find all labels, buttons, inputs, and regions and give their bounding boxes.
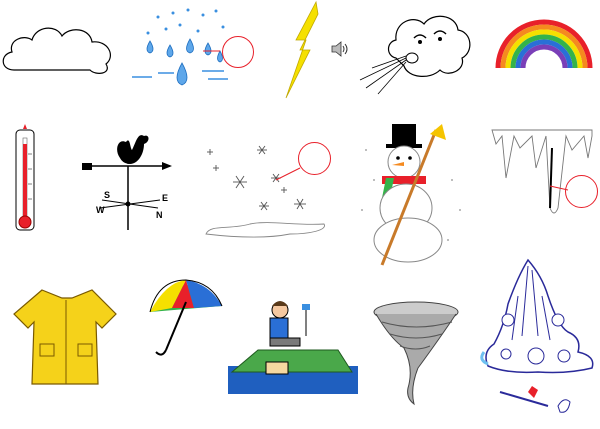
compass-east: E (162, 193, 168, 203)
snowflakes-clipart (200, 138, 330, 244)
icicles-clipart (491, 128, 593, 228)
umbrella-clipart (146, 272, 226, 358)
glacier-clipart (478, 256, 600, 426)
cloud-clipart (0, 20, 118, 76)
rain-hotspot-circle[interactable] (222, 36, 254, 68)
flood-clipart (228, 296, 358, 396)
compass-west: W (96, 205, 105, 215)
rainbow-clipart (494, 14, 594, 70)
speaker-icon[interactable] (331, 41, 349, 57)
weather-vane-clipart: S E W N (80, 128, 176, 232)
tornado-clipart (370, 298, 466, 410)
lightning-clipart (282, 0, 322, 100)
compass-south: S (104, 190, 110, 200)
rain-clipart (128, 5, 260, 97)
wind-cloud-clipart (356, 8, 476, 96)
snowflakes-hotspot-circle[interactable] (298, 142, 331, 175)
icicles-hotspot-circle[interactable] (565, 175, 598, 208)
compass-north: N (156, 210, 163, 220)
raincoat-clipart (12, 284, 122, 394)
thermometer-clipart (10, 124, 40, 236)
snowman-clipart (352, 120, 472, 270)
